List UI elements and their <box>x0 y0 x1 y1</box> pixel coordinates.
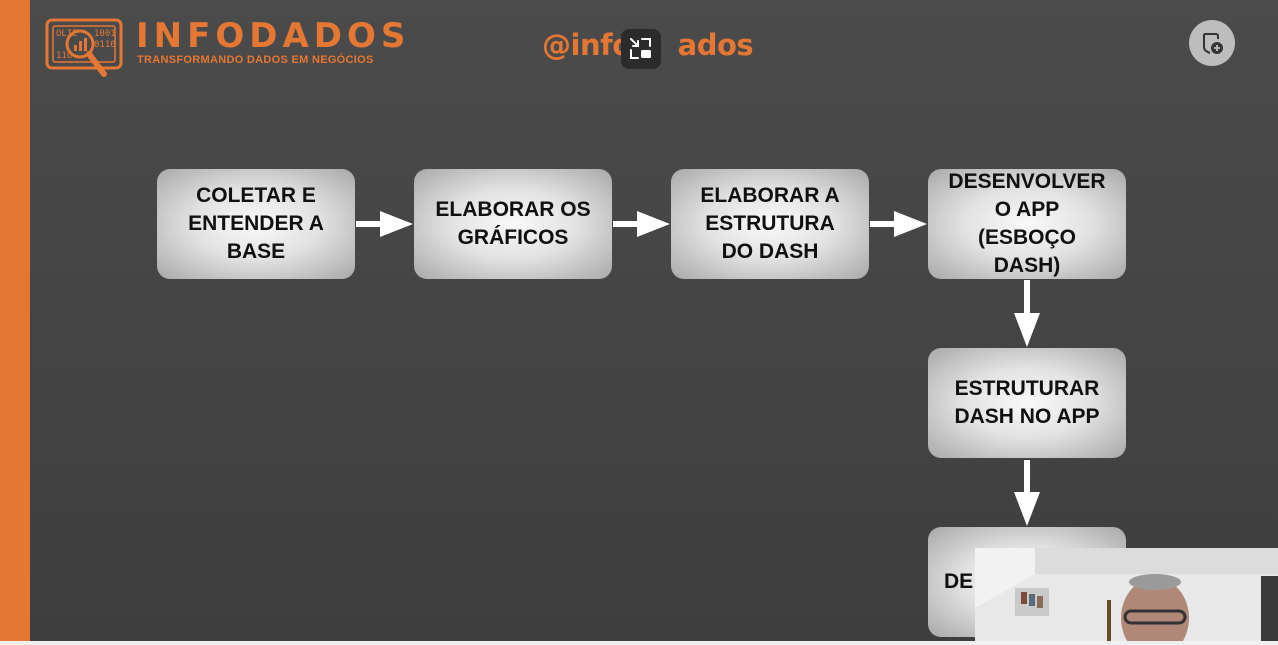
social-handle: @info ados <box>542 28 754 62</box>
presenter-video-frame <box>975 548 1278 645</box>
brand-tagline: TRANSFORMANDO DADOS EM NEGÓCIOS <box>137 54 374 66</box>
svg-text:1001: 1001 <box>94 29 116 39</box>
exit-picture-in-picture-icon <box>630 38 651 59</box>
handle-left: @info <box>542 28 632 62</box>
arrow-step1-step2 <box>356 211 413 237</box>
arrow-step5-step6 <box>1014 460 1040 526</box>
svg-text:OLIE: OLIE <box>56 29 78 39</box>
arrow-step4-step5 <box>1014 280 1040 347</box>
exit-pip-button[interactable] <box>621 29 661 69</box>
arrow-step3-step4 <box>870 211 927 237</box>
handle-right: ados <box>677 28 754 62</box>
add-badge-icon <box>1203 33 1223 54</box>
brand-name: INFODADOS <box>136 16 411 56</box>
flow-step-collect: COLETAR E ENTENDER A BASE <box>157 169 355 279</box>
arrow-step2-step3 <box>613 211 670 237</box>
flow-step-charts: ELABORAR OS GRÁFICOS <box>414 169 612 279</box>
accent-side-bar <box>0 0 30 645</box>
brand-logo: OLIE 1001 0110 11O INFODADOS TRANSFORMAN… <box>44 16 405 80</box>
svg-text:11O: 11O <box>56 51 72 61</box>
bottom-border <box>0 641 1278 645</box>
flow-step-develop-app: DESENVOLVER O APP (ESBOÇO DASH) <box>928 169 1126 279</box>
flow-step-structure-dash: ESTRUTURAR DASH NO APP <box>928 348 1126 458</box>
corner-action-button[interactable] <box>1189 20 1235 66</box>
svg-text:0110: 0110 <box>94 40 116 50</box>
flow-step-structure: ELABORAR A ESTRUTURA DO DASH <box>671 169 869 279</box>
webcam-overlay <box>975 548 1278 645</box>
data-magnifier-logo-icon: OLIE 1001 0110 11O <box>45 18 123 77</box>
